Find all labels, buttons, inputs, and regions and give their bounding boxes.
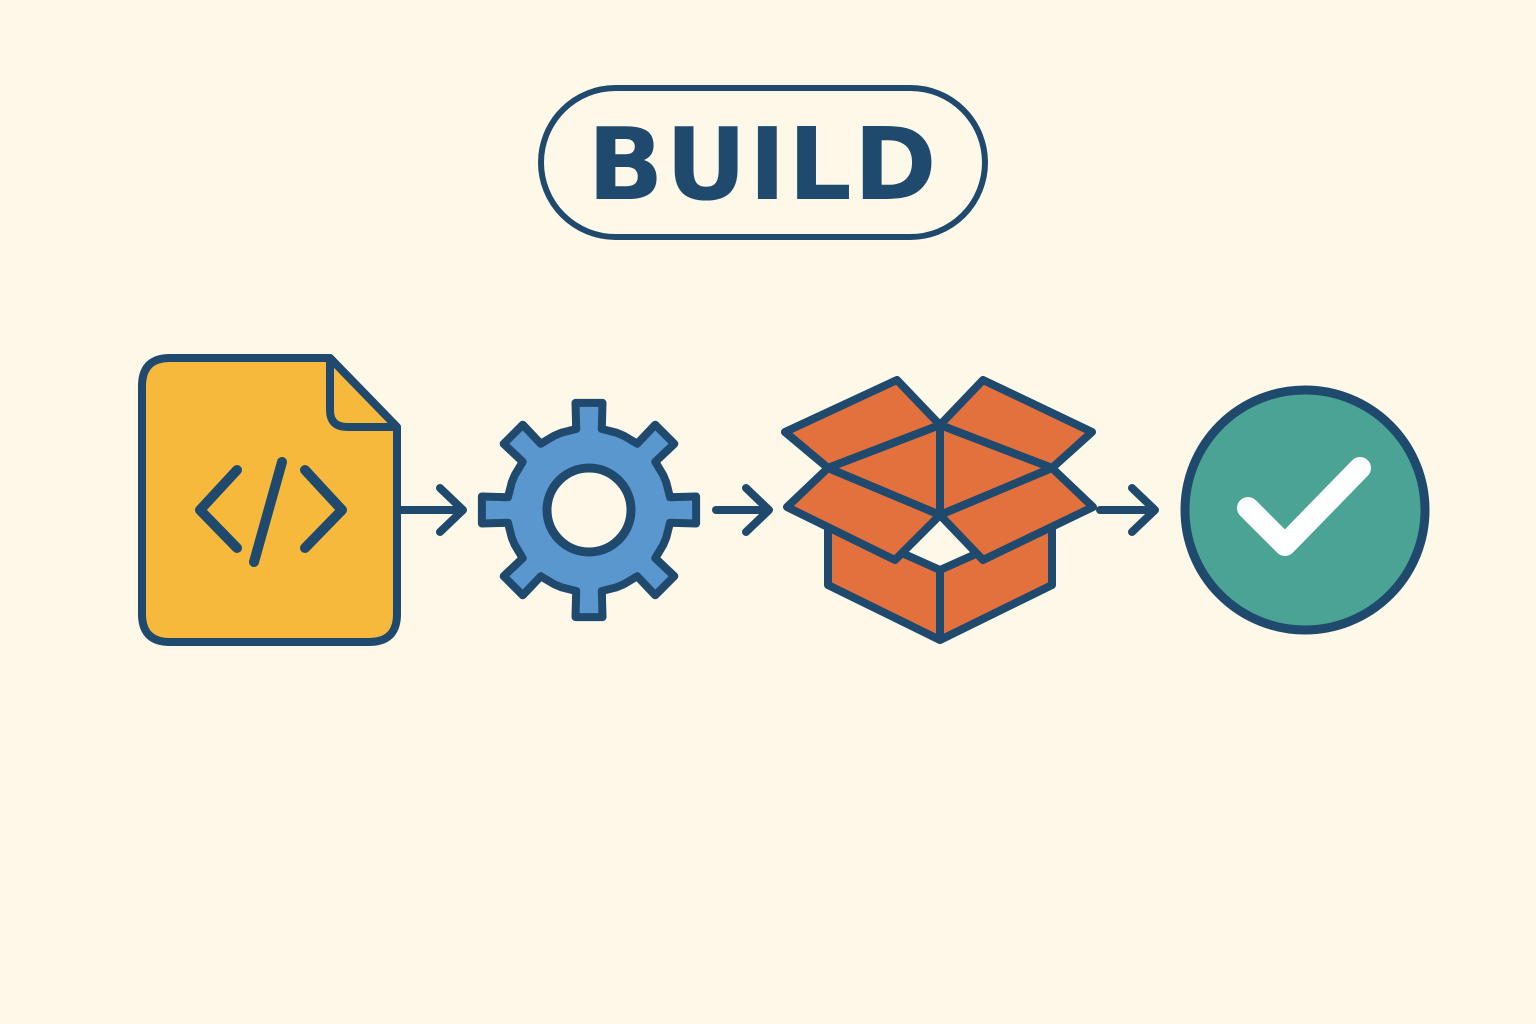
checkmark-circle-icon bbox=[1180, 385, 1430, 635]
code-file-icon bbox=[138, 354, 401, 646]
arrow-right-icon bbox=[397, 484, 467, 536]
open-box-icon bbox=[781, 376, 1097, 644]
code-brackets-icon bbox=[195, 457, 347, 567]
build-title: BUILD bbox=[587, 105, 939, 223]
build-title-pill: BUILD bbox=[538, 85, 988, 240]
gear-icon bbox=[477, 398, 701, 622]
arrow-right-icon bbox=[712, 484, 773, 536]
arrow-right-icon bbox=[1096, 484, 1159, 536]
